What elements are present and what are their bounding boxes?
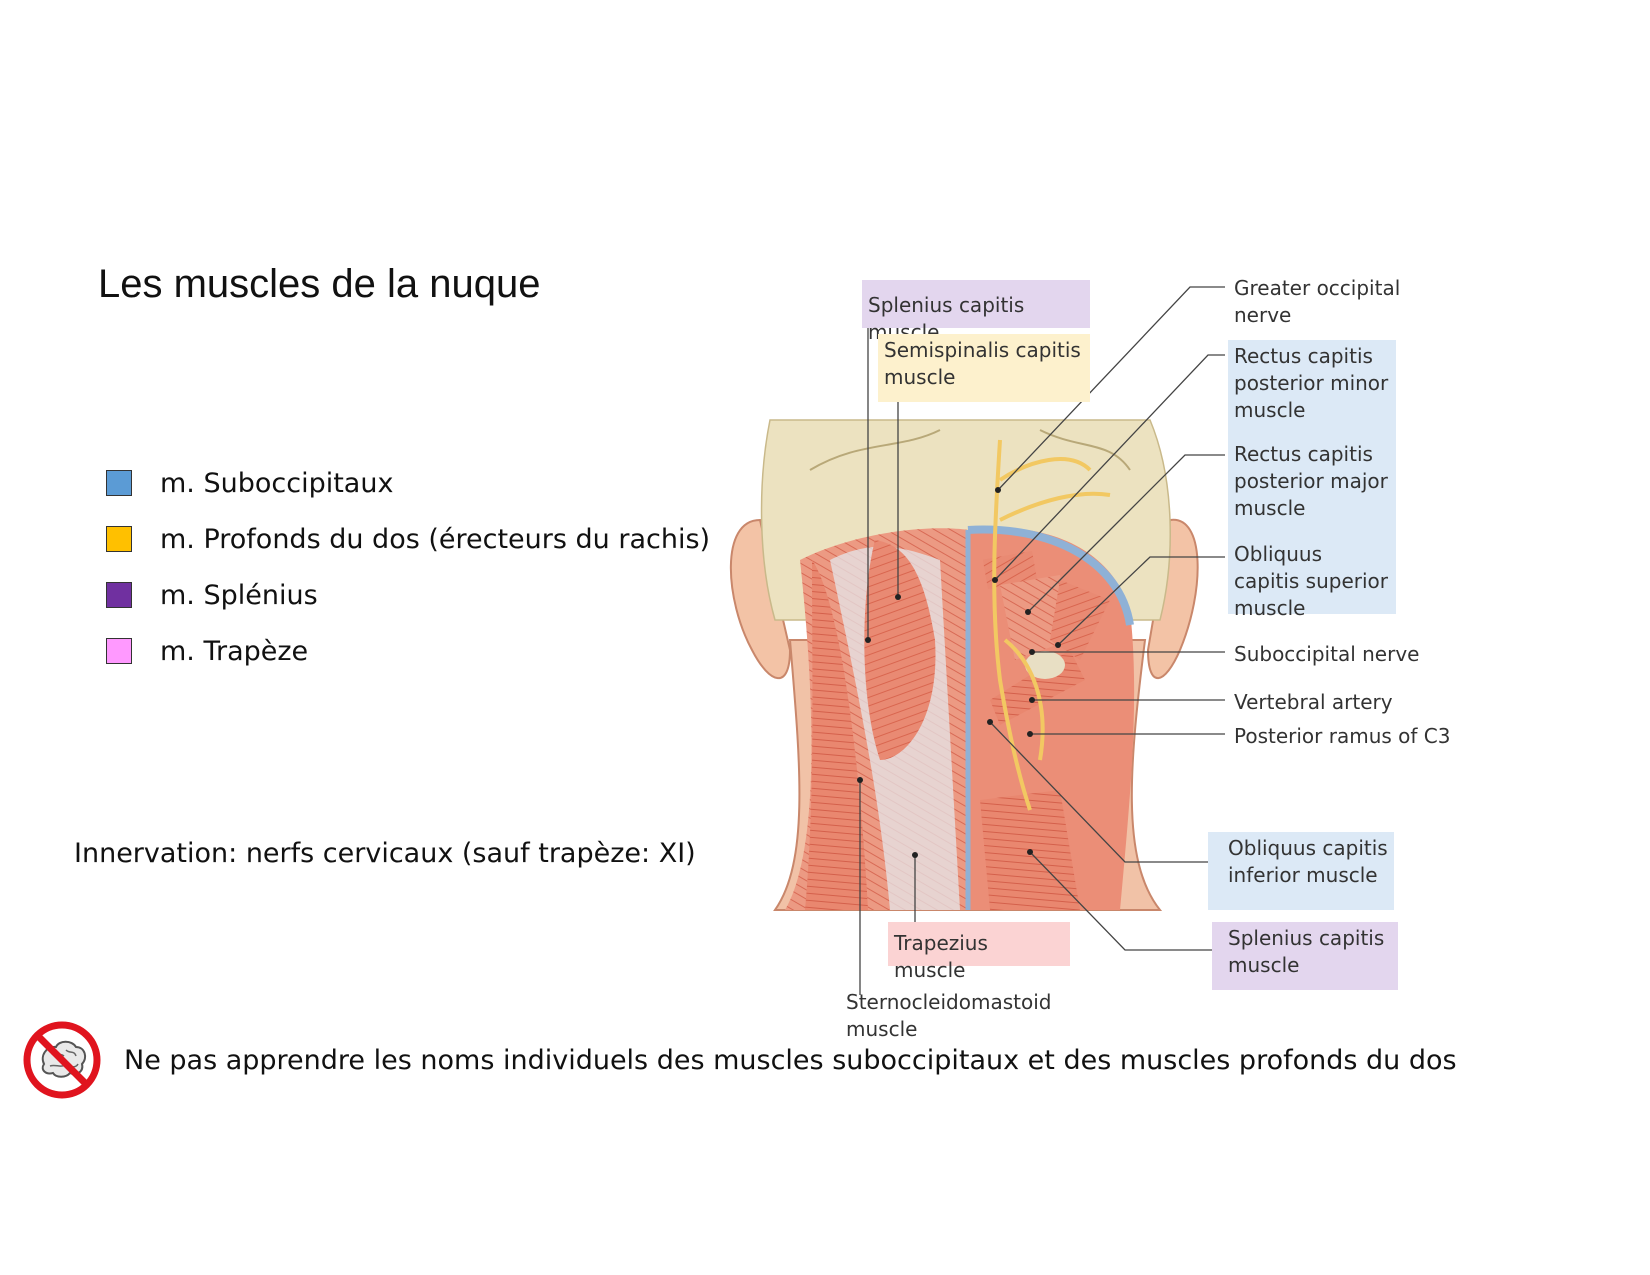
label-obliquus-capitis-superior: Obliquus capitis superior muscle [1228,538,1396,620]
trapezius-left [785,528,968,910]
skull [760,419,1171,621]
label-trapezius: Trapezius muscle [888,922,1070,982]
obliquus-inferior [990,650,1085,725]
label-rectus-capitis-minor: Rectus capitis posterior minor muscle [1228,340,1396,438]
warning-note: Ne pas apprendre les noms individuels de… [124,1045,1457,1076]
occipital-edge [967,525,1134,626]
legend-swatch-purple [106,582,132,608]
semispinalis-right [980,790,1080,910]
label-sternocleidomastoid: Sternocleidomastoid muscle [846,990,1052,1041]
label-rectus-capitis-major: Rectus capitis posterior major muscle [1228,438,1396,538]
legend-label: m. Profonds du dos (érecteurs du rachis) [160,523,711,555]
legend-item-suboccipitaux: m. Suboccipitaux [106,455,710,511]
label-obliquus-capitis-inferior: Obliquus capitis inferior muscle [1208,832,1394,910]
skull-suture [809,429,1131,471]
legend-item-trapeze: m. Trapèze [106,623,710,679]
neck-skin [773,639,1163,911]
leader-dots [857,487,1061,858]
splenius-left [864,540,936,760]
no-brain-icon [23,1021,101,1099]
label-splenius-capitis-bottom: Splenius capitis muscle [1212,922,1398,990]
deep-region [968,527,1135,910]
innervation-note: Innervation: nerfs cervicaux (sauf trapè… [74,838,696,869]
label-posterior-ramus-c3: Posterior ramus of C3 [1234,724,1451,748]
legend: m. Suboccipitaux m. Profonds du dos (ére… [106,455,710,679]
legend-swatch-blue [106,470,132,496]
legend-item-profonds: m. Profonds du dos (érecteurs du rachis) [106,511,710,567]
left-ear [729,518,792,680]
nerves [992,439,1111,811]
label-semispinalis-capitis: Semispinalis capitis muscle [878,334,1090,402]
label-greater-occipital-nerve: Greater occipital nerve [1234,276,1401,327]
right-ear [1146,518,1199,680]
vertebra [1025,651,1065,679]
label-vertebral-artery: Vertebral artery [1234,690,1393,714]
sternocleidomastoid-left [805,560,868,910]
legend-swatch-pink [106,638,132,664]
label-suboccipital-nerve: Suboccipital nerve [1234,642,1420,666]
legend-label: m. Splénius [160,579,318,611]
legend-label: m. Suboccipitaux [160,467,394,499]
rectus-major [1000,575,1070,660]
legend-swatch-yellow [106,526,132,552]
fascia-band [830,546,960,910]
label-splenius-capitis-top: Splenius capitis muscle [862,280,1090,344]
legend-label: m. Trapèze [160,635,309,667]
obliquus-superior [1050,580,1110,660]
page-title: Les muscles de la nuque [98,262,541,306]
rectus-minor [982,550,1038,590]
legend-item-splenius: m. Splénius [106,567,710,623]
